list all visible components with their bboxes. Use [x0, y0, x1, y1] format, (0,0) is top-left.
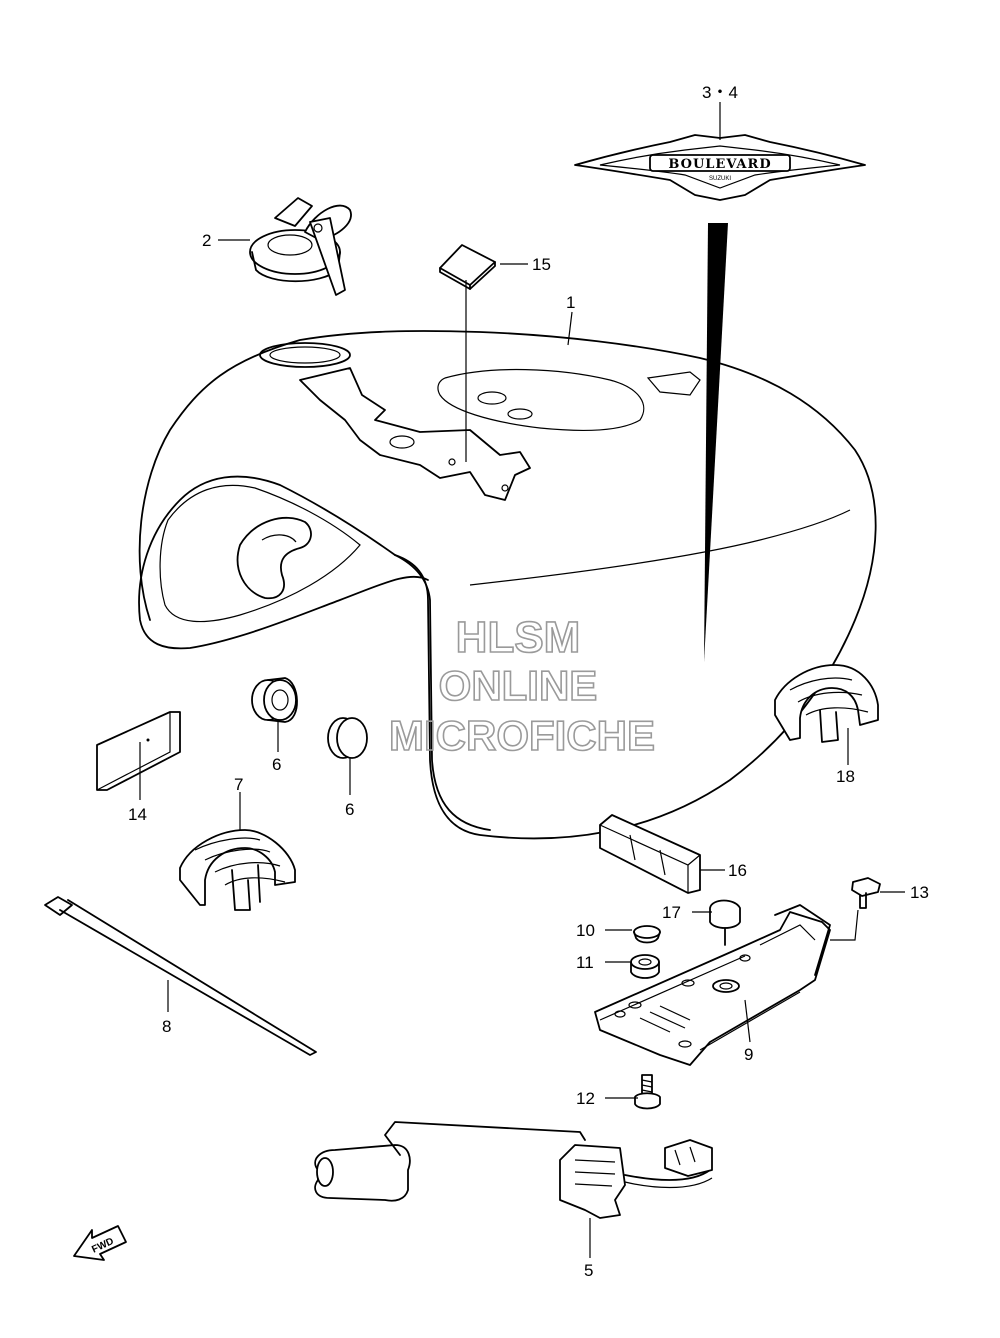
callout-12: 12	[576, 1089, 595, 1108]
collar-part-10[interactable]	[633, 925, 661, 944]
callout-7: 7	[234, 775, 243, 794]
cushion-part-17[interactable]	[709, 899, 741, 946]
fuel-tank-part-1[interactable]	[138, 330, 877, 840]
fuel-level-gauge-part-5[interactable]	[314, 1121, 713, 1219]
callout-8: 8	[162, 1017, 171, 1036]
leader-lines	[139, 102, 905, 1258]
label-part-14[interactable]	[96, 711, 181, 791]
callout-13: 13	[910, 883, 929, 902]
label-part-15[interactable]	[439, 244, 496, 290]
callout-10: 10	[576, 921, 595, 940]
cushion-part-11[interactable]	[630, 954, 660, 979]
fuel-cap-part-2[interactable]	[249, 197, 352, 296]
callout-17: 17	[662, 903, 681, 922]
cable-tie-part-8[interactable]	[44, 896, 317, 1056]
callout-5: 5	[584, 1261, 593, 1280]
callout-9: 9	[744, 1045, 753, 1064]
callout-6b: 6	[345, 800, 354, 819]
callout-2: 2	[202, 231, 211, 250]
callout-1: 1	[566, 293, 575, 312]
callout-16: 16	[728, 861, 747, 880]
emblem-part-3-4[interactable]: BOULEVARD SUZUKI	[574, 134, 866, 662]
cushion-part-6b[interactable]	[327, 717, 368, 759]
emblem-main-text: BOULEVARD	[668, 157, 771, 172]
emblem-sub-text: SUZUKI	[709, 176, 731, 182]
callout-18: 18	[836, 767, 855, 786]
callout-3-4: 3・4	[702, 83, 738, 102]
watermark-line-1: HLSM	[456, 613, 581, 662]
watermark-line-2: ONLINE	[439, 662, 598, 709]
bracket-part-9[interactable]	[594, 904, 831, 1066]
cushion-part-16[interactable]	[599, 814, 701, 894]
bolt-part-12[interactable]	[634, 1074, 661, 1110]
callout-14: 14	[128, 805, 147, 824]
bolt-part-13[interactable]	[851, 877, 881, 909]
cushion-part-18[interactable]	[774, 664, 879, 743]
forward-arrow-icon: FWD	[73, 1225, 127, 1261]
callout-6a: 6	[272, 755, 281, 774]
callout-15: 15	[532, 255, 551, 274]
watermark: HLSM ONLINE MICROFICHE	[388, 612, 656, 760]
watermark-line-3: MICROFICHE	[389, 712, 655, 759]
callout-11: 11	[576, 953, 594, 972]
cushion-part-6a[interactable]	[251, 677, 298, 723]
callout-numbers: 1 2 3・4 15 6 6 14 7 18 16 8 10 11 17 13 …	[128, 83, 929, 1280]
cushion-part-7[interactable]	[179, 829, 296, 911]
